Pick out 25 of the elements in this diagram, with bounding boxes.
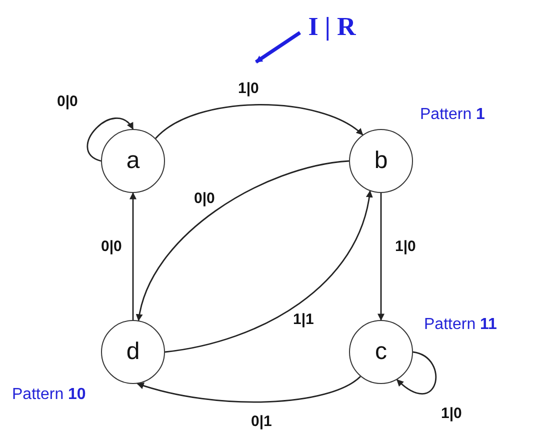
transition-arrow (130, 192, 136, 320)
transition-arrow (164, 190, 372, 353)
edge-label: 0|0 (56, 93, 79, 110)
pointer-arrow (255, 31, 301, 64)
edge-label: 0|0 (100, 238, 123, 255)
transition-arrow (155, 104, 364, 139)
edge-label: 0|0 (193, 190, 216, 207)
edge-label: 1|0 (394, 238, 417, 255)
edge-label: 1|1 (292, 311, 315, 328)
notation-label: I | R (308, 14, 356, 40)
edge-label: 0|1 (250, 413, 273, 430)
state-caption: Pattern 10 (12, 386, 86, 404)
edge-label: 1|0 (440, 405, 463, 422)
edge-label: 1|0 (237, 80, 260, 97)
transition-arrow (86, 118, 134, 162)
state-circle: b (349, 129, 413, 193)
transition-arrow (136, 376, 361, 403)
state-circle: c (349, 320, 413, 384)
state-caption: Pattern 11 (424, 316, 497, 334)
state-circle: d (101, 320, 165, 384)
transition-arrow (378, 193, 384, 321)
state-circle: a (101, 129, 165, 193)
transition-arrow (136, 160, 350, 322)
transition-arrow (396, 351, 437, 394)
state-caption: Pattern 1 (420, 106, 485, 124)
